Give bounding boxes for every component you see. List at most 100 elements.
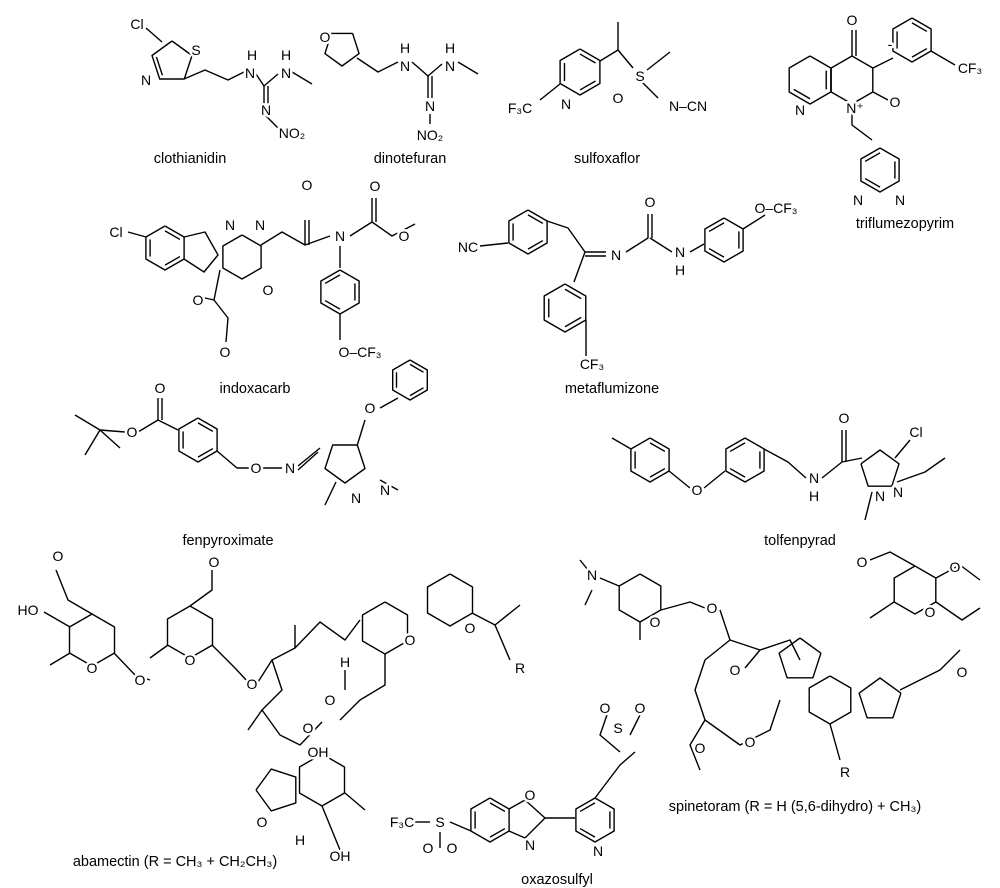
atom-label: S [435, 814, 444, 830]
bond [617, 49, 634, 69]
bond [508, 799, 546, 839]
atom-label: N [285, 460, 295, 476]
bond [127, 231, 147, 238]
atom-label: CF₃ [958, 60, 982, 76]
atom-label: H [247, 47, 257, 63]
atom-label: H [281, 47, 291, 63]
atom-label: O [209, 554, 220, 570]
atom-label: N [245, 65, 255, 81]
double-bond [197, 447, 214, 458]
atom-label: F₃C [390, 814, 414, 830]
bond [265, 115, 279, 129]
atom-label: H [445, 40, 455, 56]
bond [629, 714, 641, 736]
bond [257, 619, 361, 683]
phenyl-ring [392, 359, 428, 401]
atom-label: O [707, 600, 718, 616]
atom-label: NO₂ [279, 125, 305, 141]
bond [689, 243, 705, 253]
double-bond [324, 299, 341, 310]
double-bond [489, 827, 506, 838]
atom-label: S [191, 42, 200, 58]
phenyl-ring [725, 437, 765, 483]
atom-label: O [423, 840, 434, 856]
bond [869, 551, 916, 567]
thf-ring [324, 32, 360, 67]
bond [821, 430, 843, 479]
bond [189, 570, 213, 607]
bond [137, 398, 159, 433]
bond [211, 644, 249, 683]
double-bond [708, 247, 725, 258]
bond [471, 612, 511, 661]
bond [742, 214, 766, 230]
bond [869, 601, 895, 619]
atom-label: O [257, 814, 268, 830]
atom-label: N [809, 470, 819, 486]
bond [183, 231, 219, 273]
double-bond [409, 387, 424, 397]
bond [261, 659, 323, 746]
bond [668, 470, 691, 489]
bond [763, 448, 807, 479]
bond [689, 639, 731, 771]
bond [584, 589, 593, 606]
atom-label: S [613, 720, 622, 736]
double-bond [527, 239, 544, 250]
atom-label: N [255, 217, 265, 233]
bond [145, 27, 163, 43]
thiazole-ring [151, 40, 193, 80]
sugar-ring [893, 565, 937, 615]
oxane-ring [361, 601, 409, 655]
double-bond [579, 802, 596, 813]
atom-label: R [840, 764, 850, 780]
atom-label: O [185, 652, 196, 668]
atom-label: Cl [909, 424, 922, 440]
pyran-ring [426, 573, 474, 627]
bond [379, 479, 399, 491]
double-bond [729, 442, 746, 453]
label-indoxacarb: indoxacarb [220, 381, 291, 397]
atom-label: O [839, 410, 850, 426]
label-tolfenpyrad: tolfenpyrad [764, 533, 836, 549]
bond [324, 481, 337, 506]
atom-label: O [370, 178, 381, 194]
bond [479, 242, 509, 247]
atom-label: O [263, 282, 274, 298]
label-triflumezopyrim: triflumezopyrim [856, 216, 954, 232]
atom-label: O [325, 692, 336, 708]
phenyl-ring [704, 217, 744, 263]
atom-label: NO₂ [417, 127, 443, 143]
bond [841, 457, 863, 463]
bond [344, 792, 366, 811]
double-bond [409, 363, 424, 373]
atom-label: O [53, 548, 64, 564]
bond [935, 601, 981, 621]
atom-label: O [957, 664, 968, 680]
bond [371, 221, 416, 237]
atom-label: O [890, 94, 901, 110]
bond [113, 652, 151, 681]
atom-label: O [525, 787, 536, 803]
bond [356, 419, 366, 447]
bond [935, 564, 981, 581]
atom-label: O [635, 700, 646, 716]
bond [291, 71, 313, 85]
bond [297, 451, 319, 471]
atom-label: O [730, 662, 741, 678]
double-bond [564, 316, 582, 328]
atom-label: N [380, 482, 390, 498]
atom-label: O [857, 554, 868, 570]
cyclopentane-ring [858, 677, 902, 719]
atom-label: F₃C [508, 100, 532, 116]
furan-ring [255, 768, 297, 812]
atom-label: O [155, 380, 166, 396]
bond [339, 654, 386, 721]
atom-label: N [335, 228, 345, 244]
bond [872, 57, 894, 69]
atom-label: N [561, 96, 571, 112]
label-dinotefuran: dinotefuran [374, 151, 447, 167]
bond [379, 397, 399, 409]
compound-names: clothianidin dinotefuran sulfoxaflor tri… [73, 151, 954, 888]
atom-label: O [695, 740, 706, 756]
